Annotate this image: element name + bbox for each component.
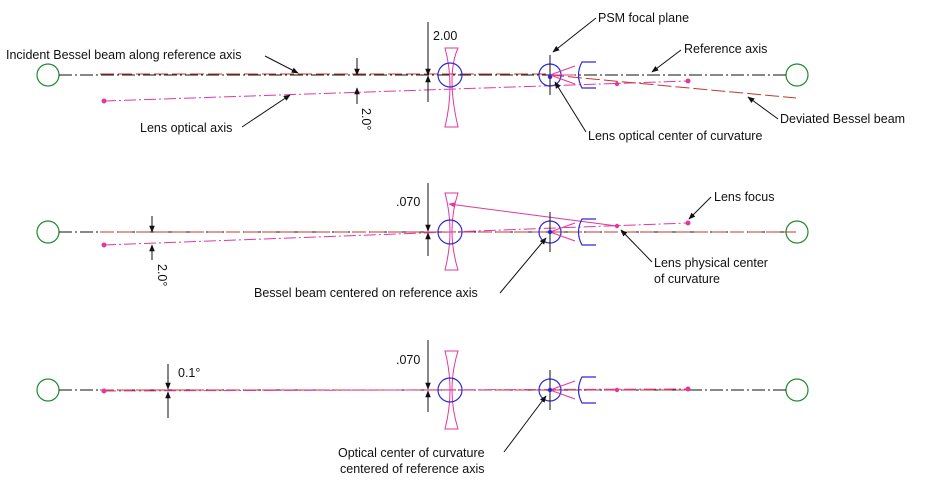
optical-center-label: Optical center of curvature: [338, 446, 485, 460]
left-end-marker: [36, 220, 60, 244]
psm-ray: [549, 65, 576, 76]
lens-axis-end-dot: [101, 98, 107, 104]
lens-axis-end-dot: [101, 388, 107, 394]
leader-line: [620, 229, 653, 263]
left-end-marker: [36, 63, 60, 87]
lens-shape: [444, 47, 459, 128]
optical-center-dot: [547, 229, 553, 235]
lens-physical-center-label: of curvature: [654, 272, 720, 286]
optical-center-dot: [547, 387, 553, 393]
angle-label: 0.1°: [178, 366, 200, 380]
leader-line: [554, 81, 587, 133]
lens-axis-end-dot: [685, 78, 691, 84]
lens-focus-label: Lens focus: [714, 190, 774, 204]
dimension-label: 2.00: [433, 29, 457, 43]
psm-bracket: [577, 61, 596, 89]
optical-center-dot: [547, 74, 553, 80]
optical-center-label: centered of reference axis: [340, 462, 485, 476]
lens-focus-dot: [614, 81, 620, 87]
panel-top: 2.00 2.0° Incident Bessel beam along ref…: [6, 11, 905, 143]
leader-line: [552, 17, 597, 53]
lens-axis-end-dot: [101, 242, 107, 248]
lens-shape: [444, 350, 459, 430]
panel-middle: .070 2.0° Lens focus Lens physical cente…: [36, 183, 809, 300]
lens-center-circle: [437, 62, 463, 88]
right-end-marker: [785, 378, 809, 402]
psm-ray: [549, 74, 576, 85]
reference-axis-label: Reference axis: [684, 42, 767, 56]
lens-optical-axis-line: [103, 222, 689, 246]
lens-optical-axis-line: [103, 80, 689, 102]
lens-center-circle: [437, 219, 463, 245]
lens-shape: [444, 192, 459, 271]
lens-center-circle: [437, 377, 463, 403]
deviated-bessel-beam: [549, 74, 797, 99]
leader-line: [241, 94, 291, 128]
leader-line: [651, 49, 682, 73]
left-end-marker: [36, 378, 60, 402]
psm-ray: [549, 389, 576, 400]
panel-bottom: .070 0.1° Optical center of curvature ce…: [36, 340, 809, 476]
leader-line: [688, 196, 712, 220]
lens-radius-line: [448, 202, 618, 227]
lens-focus-dot: [614, 387, 620, 393]
psm-ray: [549, 222, 576, 233]
psm-focal-plane-label: PSM focal plane: [598, 11, 689, 25]
right-end-marker: [785, 63, 809, 87]
lens-axis-end-dot: [685, 386, 691, 392]
psm-ray: [549, 231, 576, 242]
dimension-label: .070: [396, 353, 420, 367]
psm-ray: [549, 380, 576, 391]
angle-label: 2.0°: [359, 108, 373, 130]
lens-focus-dot: [685, 220, 691, 226]
lens-optical-axis-line: [103, 388, 689, 392]
dimension-label: .070: [396, 195, 420, 209]
psm-bracket: [577, 218, 596, 246]
leader-line: [499, 237, 547, 294]
leader-line: [264, 55, 299, 74]
incident-beam-label: Incident Bessel beam along reference axi…: [6, 48, 242, 62]
angle-label: 2.0°: [155, 264, 169, 286]
psm-bracket: [577, 376, 596, 404]
deviated-beam-label: Deviated Bessel beam: [780, 112, 905, 126]
beam-centered-label: Bessel beam centered on reference axis: [254, 286, 478, 300]
lens-optical-axis-label: Lens optical axis: [140, 121, 232, 135]
lens-optical-center-label: Lens optical center of curvature: [588, 129, 762, 143]
lens-physical-center-label: Lens physical center: [654, 256, 768, 270]
leader-line: [747, 96, 779, 120]
leader-line: [503, 395, 547, 453]
